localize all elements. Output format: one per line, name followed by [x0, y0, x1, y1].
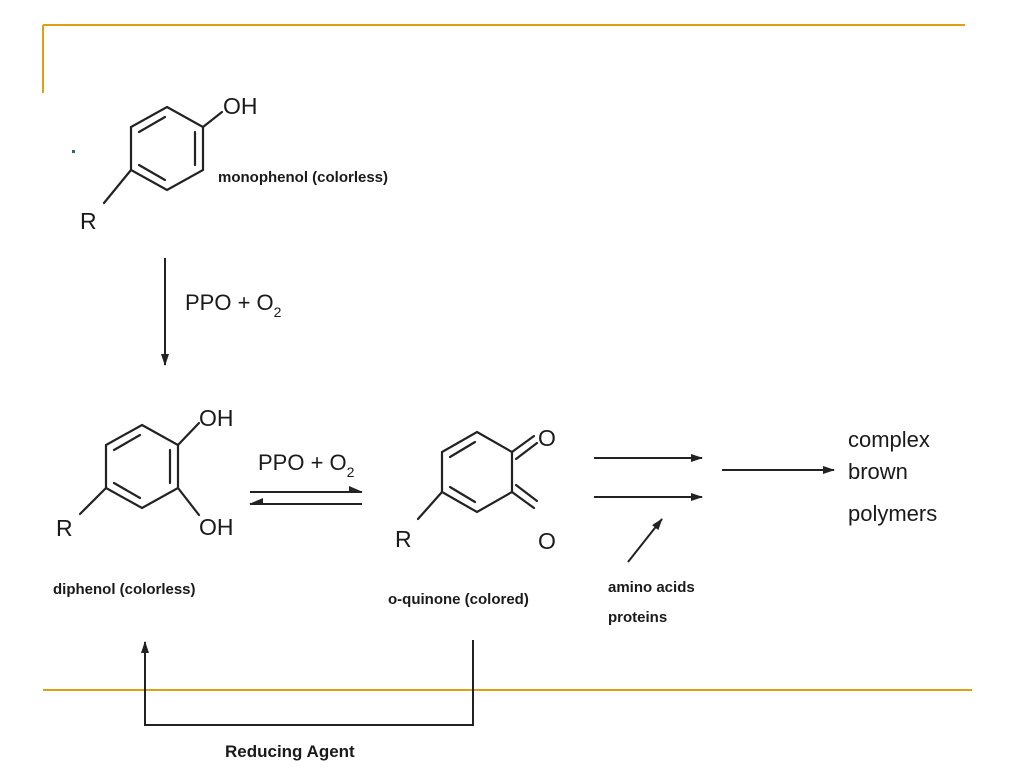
step2-reaction: PPO + O2: [249, 450, 363, 505]
quinone-caption: o-quinone (colored): [388, 591, 529, 608]
diphenol-bottom-oh-label: OH: [199, 514, 234, 540]
bullet-dot: [72, 150, 75, 153]
quinone-bottom-o-label: O: [538, 528, 556, 554]
monophenol-r-bond: [102, 168, 133, 205]
step1-reagent-label: PPO + O2: [185, 290, 282, 320]
step1-reaction: PPO + O2: [161, 258, 282, 366]
monophenol-molecule: OH R monophenol (colorless): [80, 93, 388, 234]
side-reactant-arrow: [627, 518, 663, 563]
reducing-agent-label: Reducing Agent: [225, 742, 355, 761]
diphenol-caption: diphenol (colorless): [53, 581, 196, 598]
monophenol-oh-label: OH: [223, 93, 258, 119]
diphenol-ring: [78, 421, 201, 517]
monophenol-oh-bond: [201, 110, 224, 129]
side-reactant-line2: proteins: [608, 609, 667, 626]
diphenol-r-label: R: [56, 515, 73, 541]
feedback-arrow: [141, 640, 474, 726]
quinone-top-co-bond-a: [510, 434, 536, 454]
monophenol-ring: [102, 105, 224, 205]
diphenol-bottom-oh-bond: [176, 486, 201, 517]
diphenol-r-bond: [78, 486, 108, 516]
quinone-ring: [416, 430, 539, 521]
quinone-top-co-bond-b: [514, 441, 539, 461]
monophenol-r-label: R: [80, 208, 97, 234]
product-line2: brown: [848, 459, 908, 484]
reducing-agent-loop: Reducing Agent: [141, 640, 474, 761]
quinone-bottom-co-bond-b: [514, 483, 539, 503]
side-reactant-line1: amino acids: [608, 579, 695, 596]
diphenol-molecule: OH OH R diphenol (colorless): [53, 405, 234, 598]
quinone-r-label: R: [395, 526, 412, 552]
diphenol-top-oh-label: OH: [199, 405, 234, 431]
slide-decoration: [42, 24, 972, 691]
product-line1: complex: [848, 427, 930, 452]
diphenol-top-oh-bond: [176, 421, 201, 447]
quinone-top-o-label: O: [538, 425, 556, 451]
quinone-bottom-co-bond-a: [510, 490, 536, 510]
polymerization-steps: amino acids proteins complex brown polym…: [594, 427, 937, 626]
step2-reagent-label: PPO + O2: [258, 450, 355, 480]
monophenol-caption: monophenol (colorless): [218, 169, 388, 186]
product-line3: polymers: [848, 501, 937, 526]
quinone-r-bond: [416, 490, 444, 521]
quinone-molecule: O O R o-quinone (colored): [388, 425, 556, 608]
